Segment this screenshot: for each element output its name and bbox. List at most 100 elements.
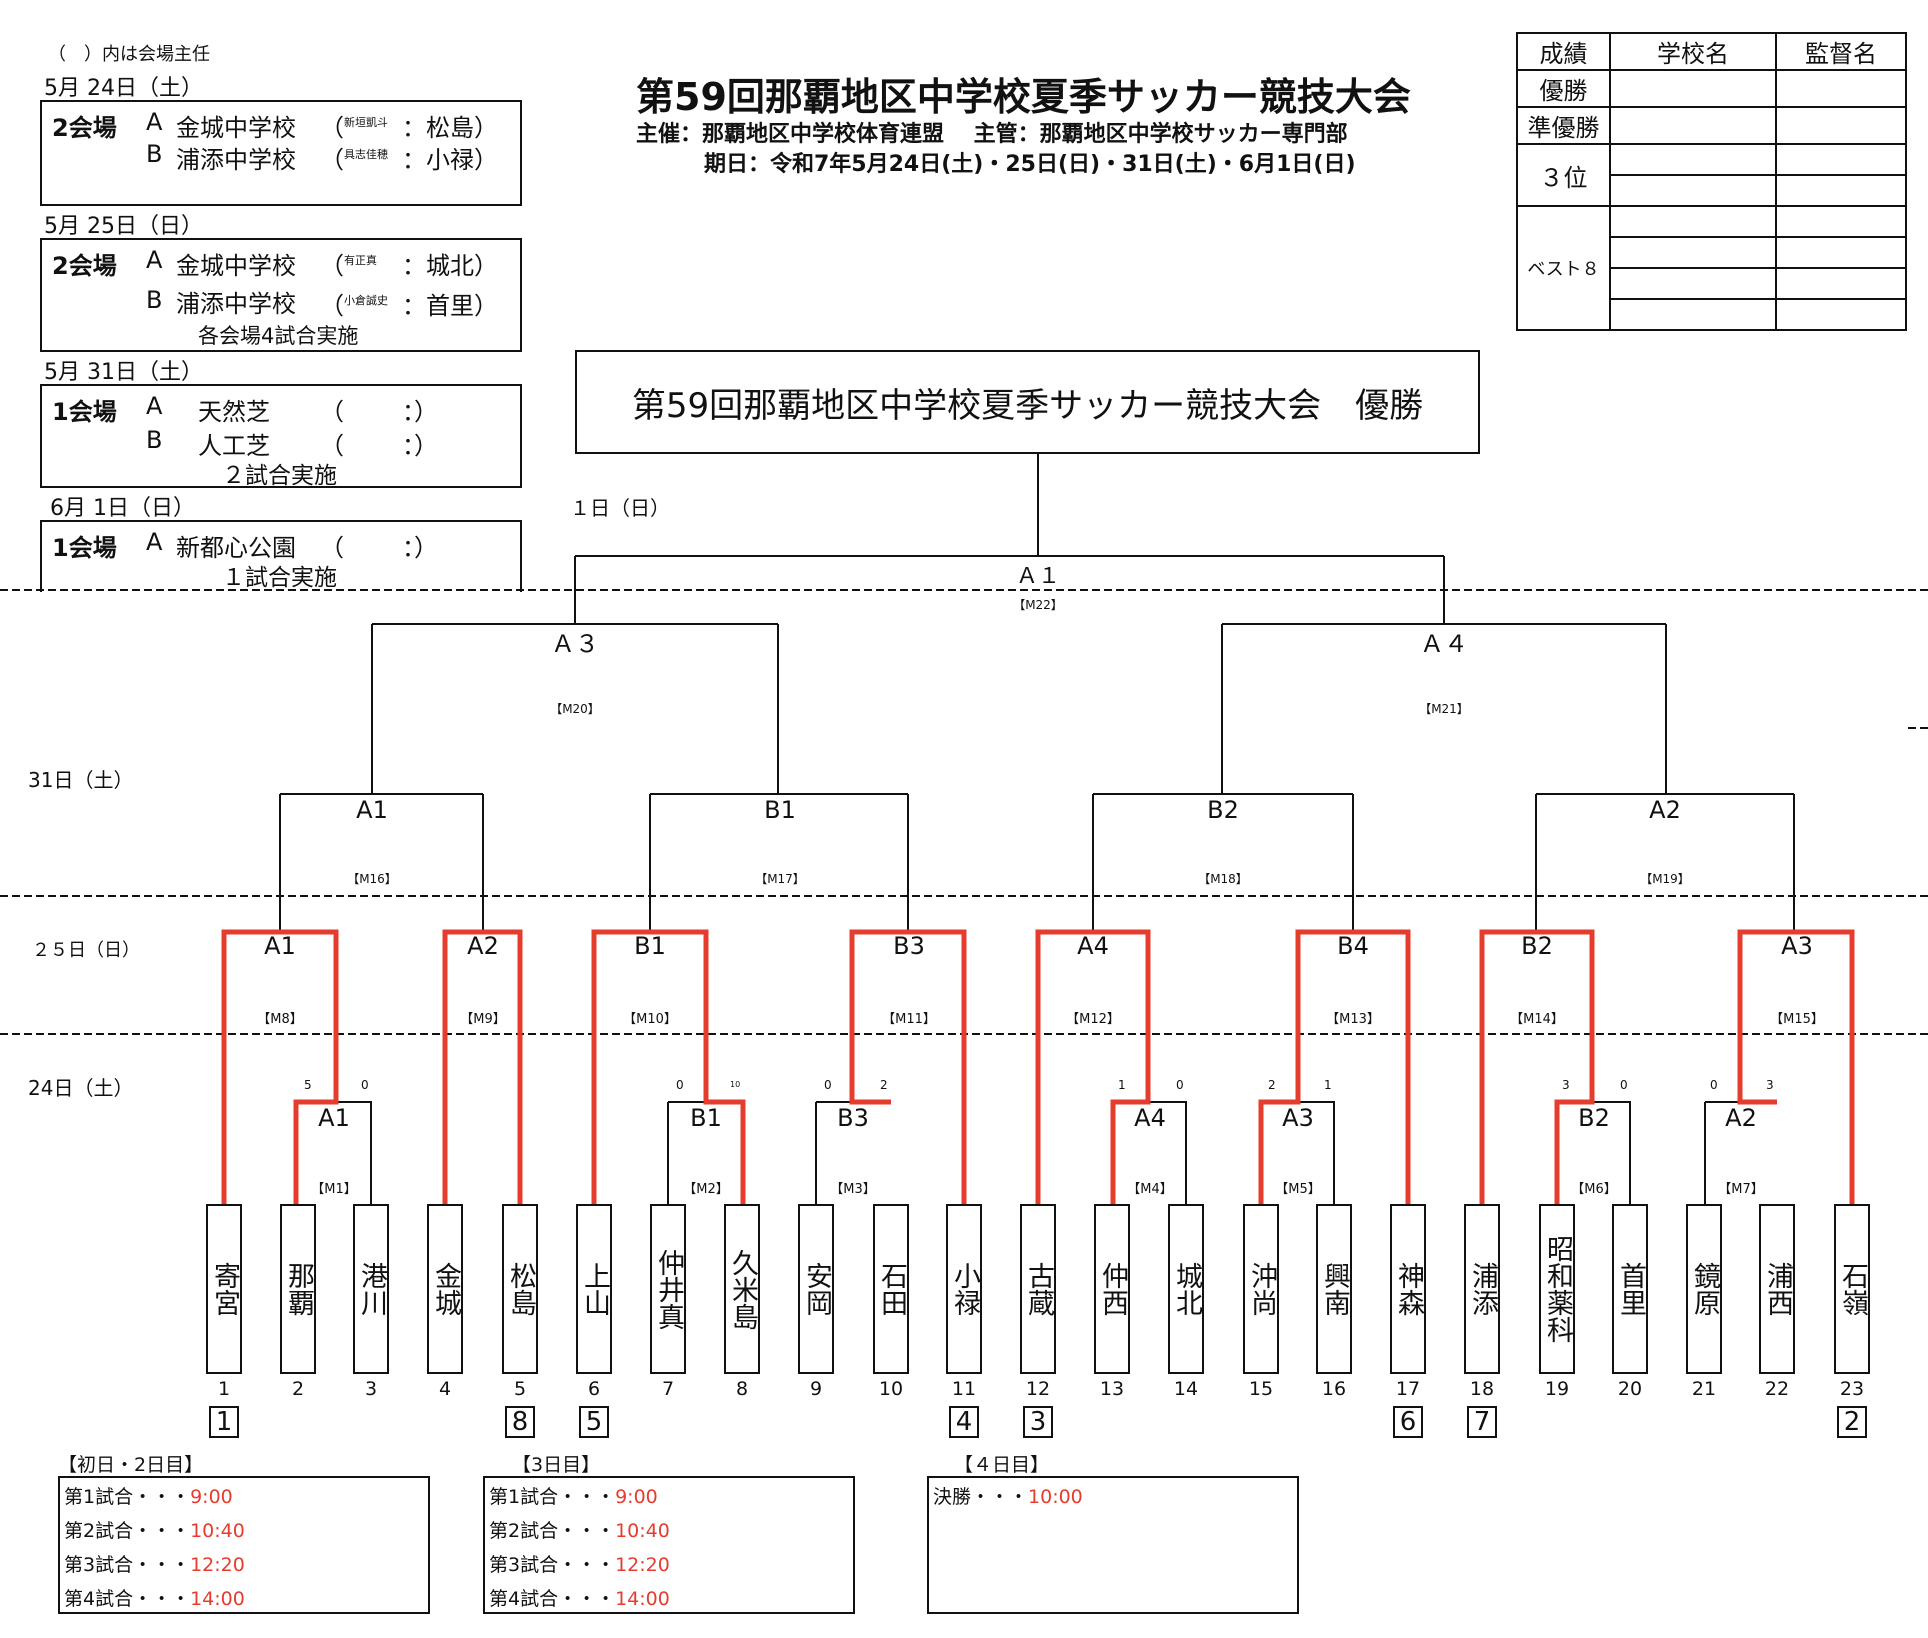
organizer-line: 主催：那覇地区中学校体育連盟 主管：那覇地区中学校サッカー専門部: [636, 122, 1348, 147]
venue-paren: （: [320, 398, 344, 426]
results-cell[interactable]: [1609, 174, 1777, 207]
schedule-head-1: 【初日・2日目】: [58, 1454, 204, 1476]
winner-line-m12: [1035, 929, 1151, 1204]
team-box: 小禄: [946, 1204, 982, 1374]
qf-bracket-2: [649, 793, 909, 932]
schedule-time: 9:00: [615, 1486, 658, 1508]
seed-badge: 8: [505, 1406, 535, 1438]
schedule-label: 第1試合・・・: [64, 1486, 191, 1508]
venue-code: B: [146, 426, 163, 454]
venue-staff: 小倉誠史: [344, 294, 388, 307]
results-cell[interactable]: [1609, 69, 1777, 108]
results-cell[interactable]: [1775, 236, 1907, 269]
match-id-r1: 【M3】: [830, 1182, 876, 1197]
team-number: 20: [1617, 1378, 1643, 1400]
venue-code: B: [146, 286, 163, 314]
team-box: 松島: [502, 1204, 538, 1374]
venue-box-4: 1会場 A 新都心公園 （ ：） １試合実施: [40, 520, 522, 592]
team-box: 鏡原: [1686, 1204, 1722, 1374]
team-box: 沖尚: [1243, 1204, 1279, 1374]
schedule-time: 10:40: [190, 1520, 245, 1542]
seed-badge: 3: [1023, 1406, 1053, 1438]
match-id-r1: 【M1】: [311, 1182, 357, 1197]
team-box: 石嶺: [1834, 1204, 1870, 1374]
results-cell[interactable]: [1609, 106, 1777, 145]
results-cell[interactable]: [1775, 174, 1907, 207]
schedule-label: 第1試合・・・: [489, 1486, 616, 1508]
results-cell[interactable]: [1775, 143, 1907, 176]
schedule-box-2: 第1試合・・・9:00 第2試合・・・10:40 第3試合・・・12:20 第4…: [483, 1476, 855, 1614]
venue-footnote: １試合実施: [222, 565, 337, 591]
team-number: 17: [1395, 1378, 1421, 1400]
match-venue-r16: B4: [1337, 932, 1369, 960]
team-box: 仲井真: [650, 1204, 686, 1374]
schedule-box-1: 第1試合・・・9:00 第2試合・・・10:40 第3試合・・・12:20 第4…: [58, 1476, 430, 1614]
results-cell[interactable]: [1775, 205, 1907, 238]
venue-paren: （: [320, 252, 344, 280]
match-id-r16: 【M14】: [1510, 1012, 1564, 1027]
results-cell[interactable]: [1775, 298, 1907, 331]
venue-head: 1会場: [52, 398, 117, 426]
score-right: 2: [880, 1078, 888, 1092]
match-id-r16: 【M13】: [1326, 1012, 1380, 1027]
team-number: 5: [513, 1378, 527, 1400]
semi-bracket-right: [1221, 623, 1667, 794]
results-cell[interactable]: [1775, 106, 1907, 145]
match-venue-r1: B1: [690, 1104, 722, 1132]
results-row-runnerup: 準優勝: [1516, 106, 1611, 145]
venue-school: 新都心公園: [176, 534, 296, 562]
score-right: 0: [1176, 1078, 1184, 1092]
schedule-label: 第4試合・・・: [64, 1588, 191, 1610]
venue-place: ：）: [402, 398, 438, 426]
venue-head: 2会場: [52, 252, 117, 280]
results-cell[interactable]: [1775, 267, 1907, 300]
match-id-r1: 【M5】: [1275, 1182, 1321, 1197]
match-venue-semi: Ａ４: [1420, 630, 1468, 658]
venue-date-4: 6月 1日（日）: [50, 496, 195, 521]
schedule-box-3: 決勝・・・10:00: [927, 1476, 1299, 1614]
match-venue-final: Ａ１: [1015, 564, 1060, 589]
venue-school: 天然芝: [198, 398, 270, 426]
match-id-qf: 【M17】: [755, 872, 805, 886]
venue-code: A: [146, 392, 163, 420]
schedule-time: 10:40: [615, 1520, 670, 1542]
venue-place: ：城北）: [402, 252, 498, 280]
team-number: 3: [364, 1378, 378, 1400]
team-number: 16: [1321, 1378, 1347, 1400]
team-number: 6: [587, 1378, 601, 1400]
day-label-31: 31日（土）: [28, 768, 134, 792]
results-cell[interactable]: [1609, 143, 1777, 176]
venue-place: ：）: [402, 534, 438, 562]
score-right: 0: [1620, 1078, 1628, 1092]
team-number: 8: [735, 1378, 749, 1400]
match-id-r16: 【M15】: [1770, 1012, 1824, 1027]
venue-staff: 有正真: [344, 254, 377, 267]
team-box: 首里: [1612, 1204, 1648, 1374]
schedule-label: 第2試合・・・: [64, 1520, 191, 1542]
match-venue-r16: A4: [1077, 932, 1109, 960]
team-box: 寄宮: [206, 1204, 242, 1374]
qf-bracket-1: [279, 793, 484, 932]
results-cell[interactable]: [1609, 298, 1777, 331]
venue-school: 浦添中学校: [176, 290, 296, 318]
results-header-grade: 成績: [1516, 32, 1611, 71]
results-cell[interactable]: [1609, 267, 1777, 300]
venue-paren: （: [320, 146, 344, 174]
schedule-label: 第3試合・・・: [489, 1554, 616, 1576]
venue-place: ：）: [402, 432, 438, 460]
team-number: 19: [1544, 1378, 1570, 1400]
score-left: 0: [824, 1078, 832, 1092]
venue-staff: 新垣凱斗: [344, 116, 388, 129]
venue-place: ：首里）: [402, 292, 498, 320]
venue-date-2: 5月 25日（日）: [44, 214, 203, 239]
winner-line-m11: [849, 929, 967, 1204]
match-id-r16: 【M9】: [460, 1012, 506, 1027]
results-cell[interactable]: [1609, 205, 1777, 238]
score-left: 3: [1562, 1078, 1570, 1092]
results-header-school: 学校名: [1609, 32, 1777, 71]
score-left: 0: [676, 1078, 684, 1092]
results-cell[interactable]: [1609, 236, 1777, 269]
venue-school: 金城中学校: [176, 252, 296, 280]
results-cell[interactable]: [1775, 69, 1907, 108]
